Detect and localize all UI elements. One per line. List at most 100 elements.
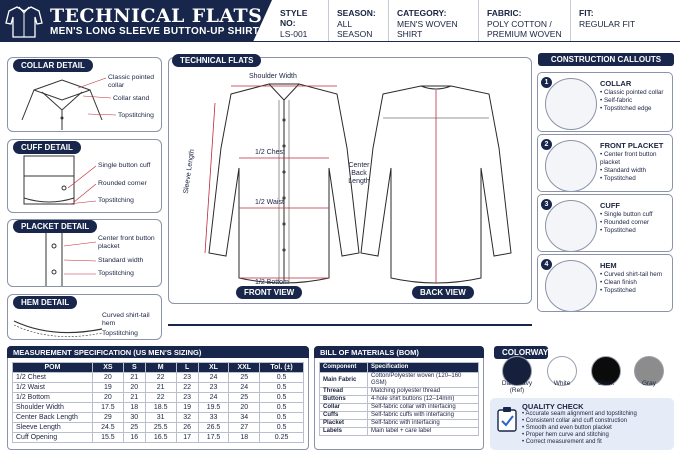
table-cell: 0.25 — [259, 432, 304, 443]
table-cell: 25 — [228, 372, 261, 383]
table-cell: Matching polyester thread — [367, 387, 479, 396]
table-cell: 0.5 — [259, 422, 304, 433]
style-no-cell: STYLE NO: LS-001 — [272, 0, 328, 41]
measure-shoulder: Shoulder Width — [249, 73, 297, 80]
table-cell: 33 — [197, 412, 230, 423]
placket-leader-lines — [63, 241, 97, 275]
callout-heading: FRONT PLACKET — [600, 141, 664, 150]
callout-number: 2 — [541, 139, 552, 150]
table-cell: Self-fabric cuffs with interfacing — [367, 411, 479, 420]
table-cell: 17.5 — [197, 432, 230, 443]
table-cell: 17.5 — [92, 402, 124, 413]
table-cell: 25.5 — [144, 422, 177, 433]
quality-item: Smooth and even button placket — [522, 425, 637, 432]
table-cell: Labels — [319, 427, 368, 436]
season-label: SEASON: — [337, 8, 376, 18]
table-cell: 24 — [197, 372, 230, 383]
collar-label-stand: Collar stand — [113, 95, 150, 102]
technical-flats-panel: Shoulder Width 1/2 Chest 1/2 Waist 1/2 B… — [168, 57, 532, 304]
table-cell: 1/2 Chest — [12, 372, 93, 383]
fabric-label: FABRIC: — [487, 8, 522, 18]
swatch-label-black: Black — [598, 380, 614, 387]
collar-label-topstitch: Topstitching — [118, 112, 154, 119]
table-cell: 21 — [122, 372, 146, 383]
fabric-cell: FABRIC: POLY COTTON / PREMIUM WOVEN — [478, 0, 570, 41]
table-cell: 26.5 — [197, 422, 230, 433]
cuff-label-topstitch: Topstitching — [98, 197, 134, 204]
construction-title: CONSTRUCTION CALLOUTS — [538, 53, 674, 66]
measure-waist: 1/2 Waist — [255, 199, 284, 206]
callout-bullet: Standard width — [600, 167, 672, 175]
collar-sketch — [21, 79, 103, 130]
callout-placket-image — [545, 140, 597, 192]
technical-flats-title: TECHNICAL FLATS — [172, 54, 262, 67]
measure-lines — [204, 85, 437, 283]
clipboard-icon — [497, 407, 517, 432]
meas-col-header: XL — [197, 362, 230, 373]
callout-bullet: Single button cuff — [600, 211, 653, 219]
bom-title: BILL OF MATERIALS (BOM) — [314, 346, 484, 358]
callout-hem: 4 HEM Curved shirt-tail hem Clean finish… — [537, 254, 673, 312]
table-cell: Placket — [319, 419, 368, 428]
collar-label-pointed: Classic pointed collar — [108, 74, 155, 89]
measure-cb-length: Center Back Length — [348, 162, 370, 185]
measure-chest: 1/2 Chest — [255, 149, 285, 156]
bom-col-header: Component — [319, 362, 368, 373]
callout-heading: CUFF — [600, 201, 620, 210]
measure-bottom: 1/2 Bottom — [255, 279, 289, 286]
table-cell: 1/2 Bottom — [12, 392, 93, 403]
cuff-leader-lines — [67, 165, 97, 205]
table-cell: 31 — [144, 412, 177, 423]
hem-label-topstitch: Topstitching — [102, 330, 138, 337]
table-cell: 17 — [175, 432, 199, 443]
callout-collar-image — [545, 78, 597, 130]
table-cell: 22 — [144, 372, 177, 383]
cuff-sketch — [23, 155, 75, 205]
callout-bullet: Self-fabric — [600, 97, 663, 105]
cuff-label-corner: Rounded corner — [98, 180, 147, 187]
table-cell: 20 — [92, 372, 124, 383]
quality-check-panel: QUALITY CHECK Accurate seam alignment an… — [490, 398, 674, 450]
table-cell: 18.5 — [144, 402, 177, 413]
table-cell: 16 — [122, 432, 146, 443]
table-cell: 20 — [228, 402, 261, 413]
style-no-label: STYLE NO: — [280, 8, 308, 28]
category-value: MEN'S WOVEN SHIRT — [397, 19, 458, 39]
callout-bullet: Topstitched — [600, 287, 662, 295]
table-cell: 34 — [228, 412, 261, 423]
meas-col-header: M — [144, 362, 177, 373]
callout-collar: 1 COLLAR Classic pointed collar Self-fab… — [537, 72, 673, 132]
fabric-value-1: POLY COTTON / — [487, 19, 552, 29]
spec-header: STYLE NO: LS-001 SEASON: ALL SEASON CATE… — [272, 0, 680, 41]
table-cell: 24 — [197, 392, 230, 403]
season-cell: SEASON: ALL SEASON — [328, 0, 388, 41]
back-view-label: BACK VIEW — [412, 286, 474, 299]
main-title: TECHNICAL FLATS — [50, 4, 263, 27]
table-cell: Main label + care label — [367, 427, 479, 436]
colorway-title: COLORWAY — [494, 346, 548, 359]
swatch-black — [591, 356, 621, 386]
table-cell: Cuffs — [319, 411, 368, 420]
callout-bullet: Topstitched — [600, 175, 672, 183]
table-cell: Thread — [319, 387, 368, 396]
fabric-value-2: PREMIUM WOVEN — [487, 29, 562, 39]
measurement-title: MEASUREMENT SPECIFICATION (US MEN'S SIZI… — [7, 346, 309, 358]
swatch-label-gray: Gray — [641, 380, 657, 387]
front-buttons — [282, 118, 286, 252]
callout-heading: HEM — [600, 261, 617, 270]
bom-panel: BILL OF MATERIALS (BOM) Component Specif… — [314, 346, 484, 450]
table-cell: 24.5 — [92, 422, 124, 433]
table-cell: 24 — [228, 382, 261, 393]
meas-col-header: S — [122, 362, 146, 373]
quality-title: QUALITY CHECK — [522, 402, 584, 411]
table-cell: 16.5 — [144, 432, 177, 443]
table-cell: 18 — [122, 402, 146, 413]
callout-placket: 2 FRONT PLACKET Center front button plac… — [537, 134, 673, 192]
